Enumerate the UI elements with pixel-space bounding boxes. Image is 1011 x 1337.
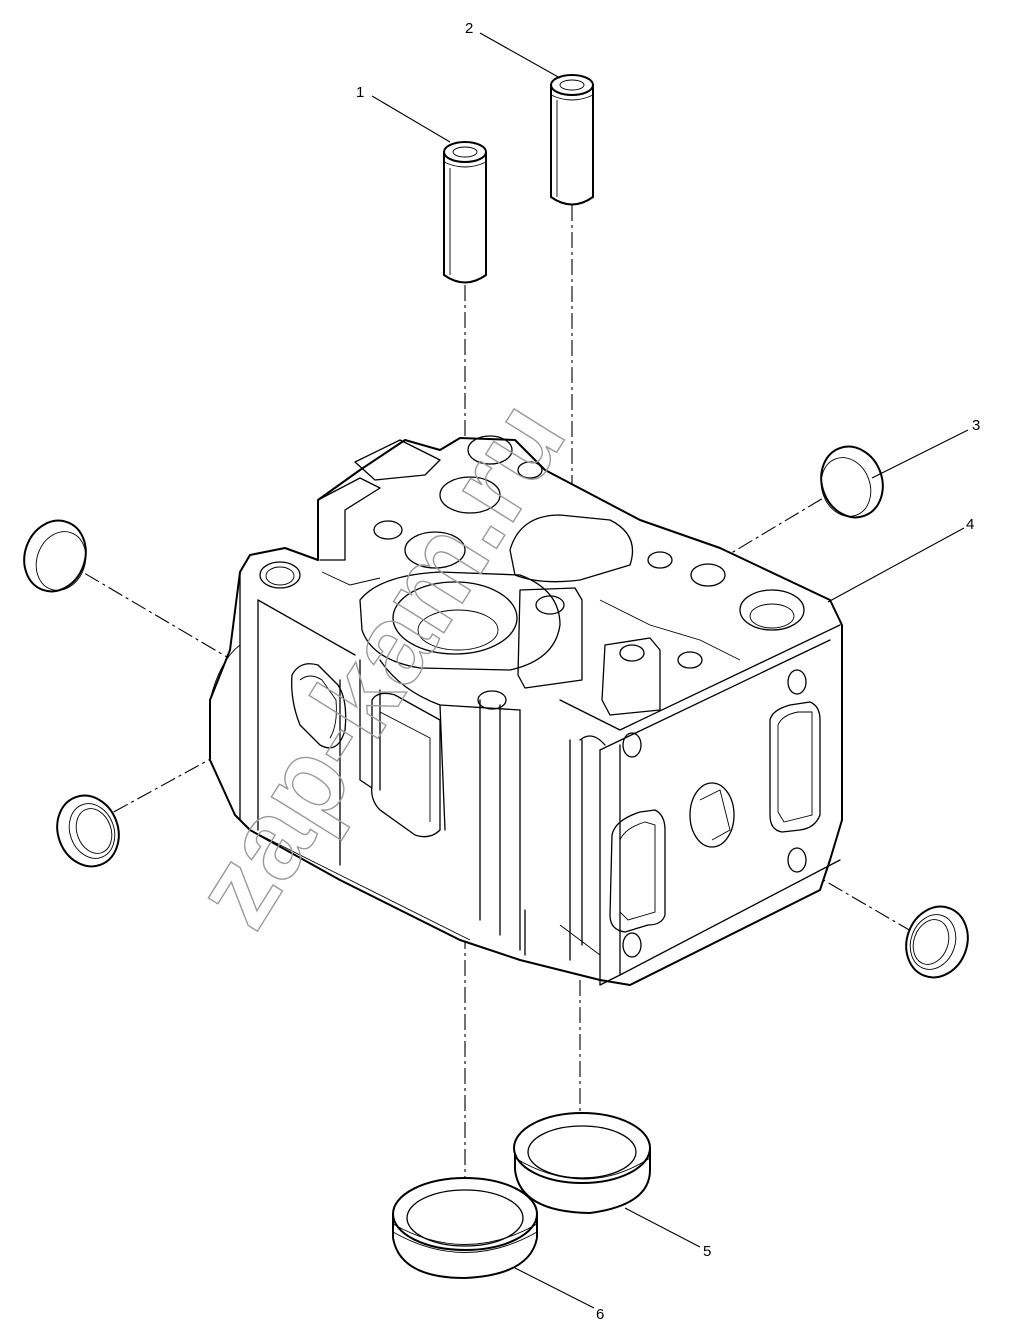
front-face-edge — [599, 639, 831, 751]
plug-right-lower — [905, 905, 969, 979]
top-bolt-hole-left — [259, 561, 301, 589]
left-face-top — [257, 599, 356, 656]
leader-6 — [514, 1267, 595, 1309]
callout-6: 6 — [596, 1306, 604, 1323]
upper-bore-3 — [404, 531, 466, 569]
upper-bore-2 — [439, 476, 501, 514]
upper-bore-5 — [517, 461, 543, 479]
valve-guide-1 — [443, 141, 487, 284]
body-side-hole — [477, 690, 507, 710]
valve-guide-2 — [550, 74, 594, 206]
plug-left-upper — [23, 519, 87, 593]
right-bore-mid — [647, 551, 673, 569]
injector-boss — [517, 587, 583, 689]
left-top-cavity — [317, 477, 381, 561]
front-bolt-hole-bl — [622, 932, 642, 958]
front-bolt-hole-br — [787, 847, 807, 873]
leader-4 — [827, 527, 965, 603]
cylinder-head-body — [209, 437, 843, 986]
callout-3: 3 — [972, 417, 980, 434]
right-bore-small — [690, 563, 726, 587]
left-lower-port — [371, 692, 441, 838]
right-bore-large — [739, 589, 805, 631]
leader-1 — [371, 95, 451, 143]
cylinder-head — [209, 435, 843, 986]
upper-bore-1 — [467, 435, 513, 465]
central-valve-well — [359, 571, 561, 671]
callout-2: 2 — [465, 20, 473, 37]
plug-left-lower — [56, 794, 120, 868]
valve-guide-1-top — [443, 141, 487, 163]
axis-plug-left-upper — [61, 559, 233, 661]
valve-seat-ring-6 — [392, 1177, 538, 1279]
valve-bore-large — [392, 581, 518, 655]
callout-4: 4 — [966, 516, 974, 533]
valve-seat-ring-5 — [513, 1112, 651, 1214]
intake-port-window — [769, 701, 821, 833]
plug-right-upper — [820, 445, 884, 519]
rocker-recess — [509, 514, 634, 583]
callout-labels: 1 2 3 4 5 6 — [356, 20, 980, 1323]
leader-5 — [624, 1207, 701, 1248]
upper-bore-4 — [373, 520, 403, 540]
valve-guide-2-top — [550, 74, 594, 96]
front-center-port — [689, 782, 735, 848]
valve-boss — [601, 637, 661, 716]
body-rib-1 — [359, 659, 373, 789]
front-bolt-hole-tl — [622, 732, 642, 758]
exhaust-port-window — [609, 809, 666, 933]
callout-5: 5 — [703, 1243, 711, 1260]
leader-2 — [479, 32, 561, 79]
front-bolt-hole-tr — [787, 669, 807, 695]
left-side-port — [291, 663, 347, 749]
callout-1: 1 — [356, 84, 364, 101]
leader-3 — [871, 429, 969, 479]
callout-leaders — [371, 32, 969, 1309]
